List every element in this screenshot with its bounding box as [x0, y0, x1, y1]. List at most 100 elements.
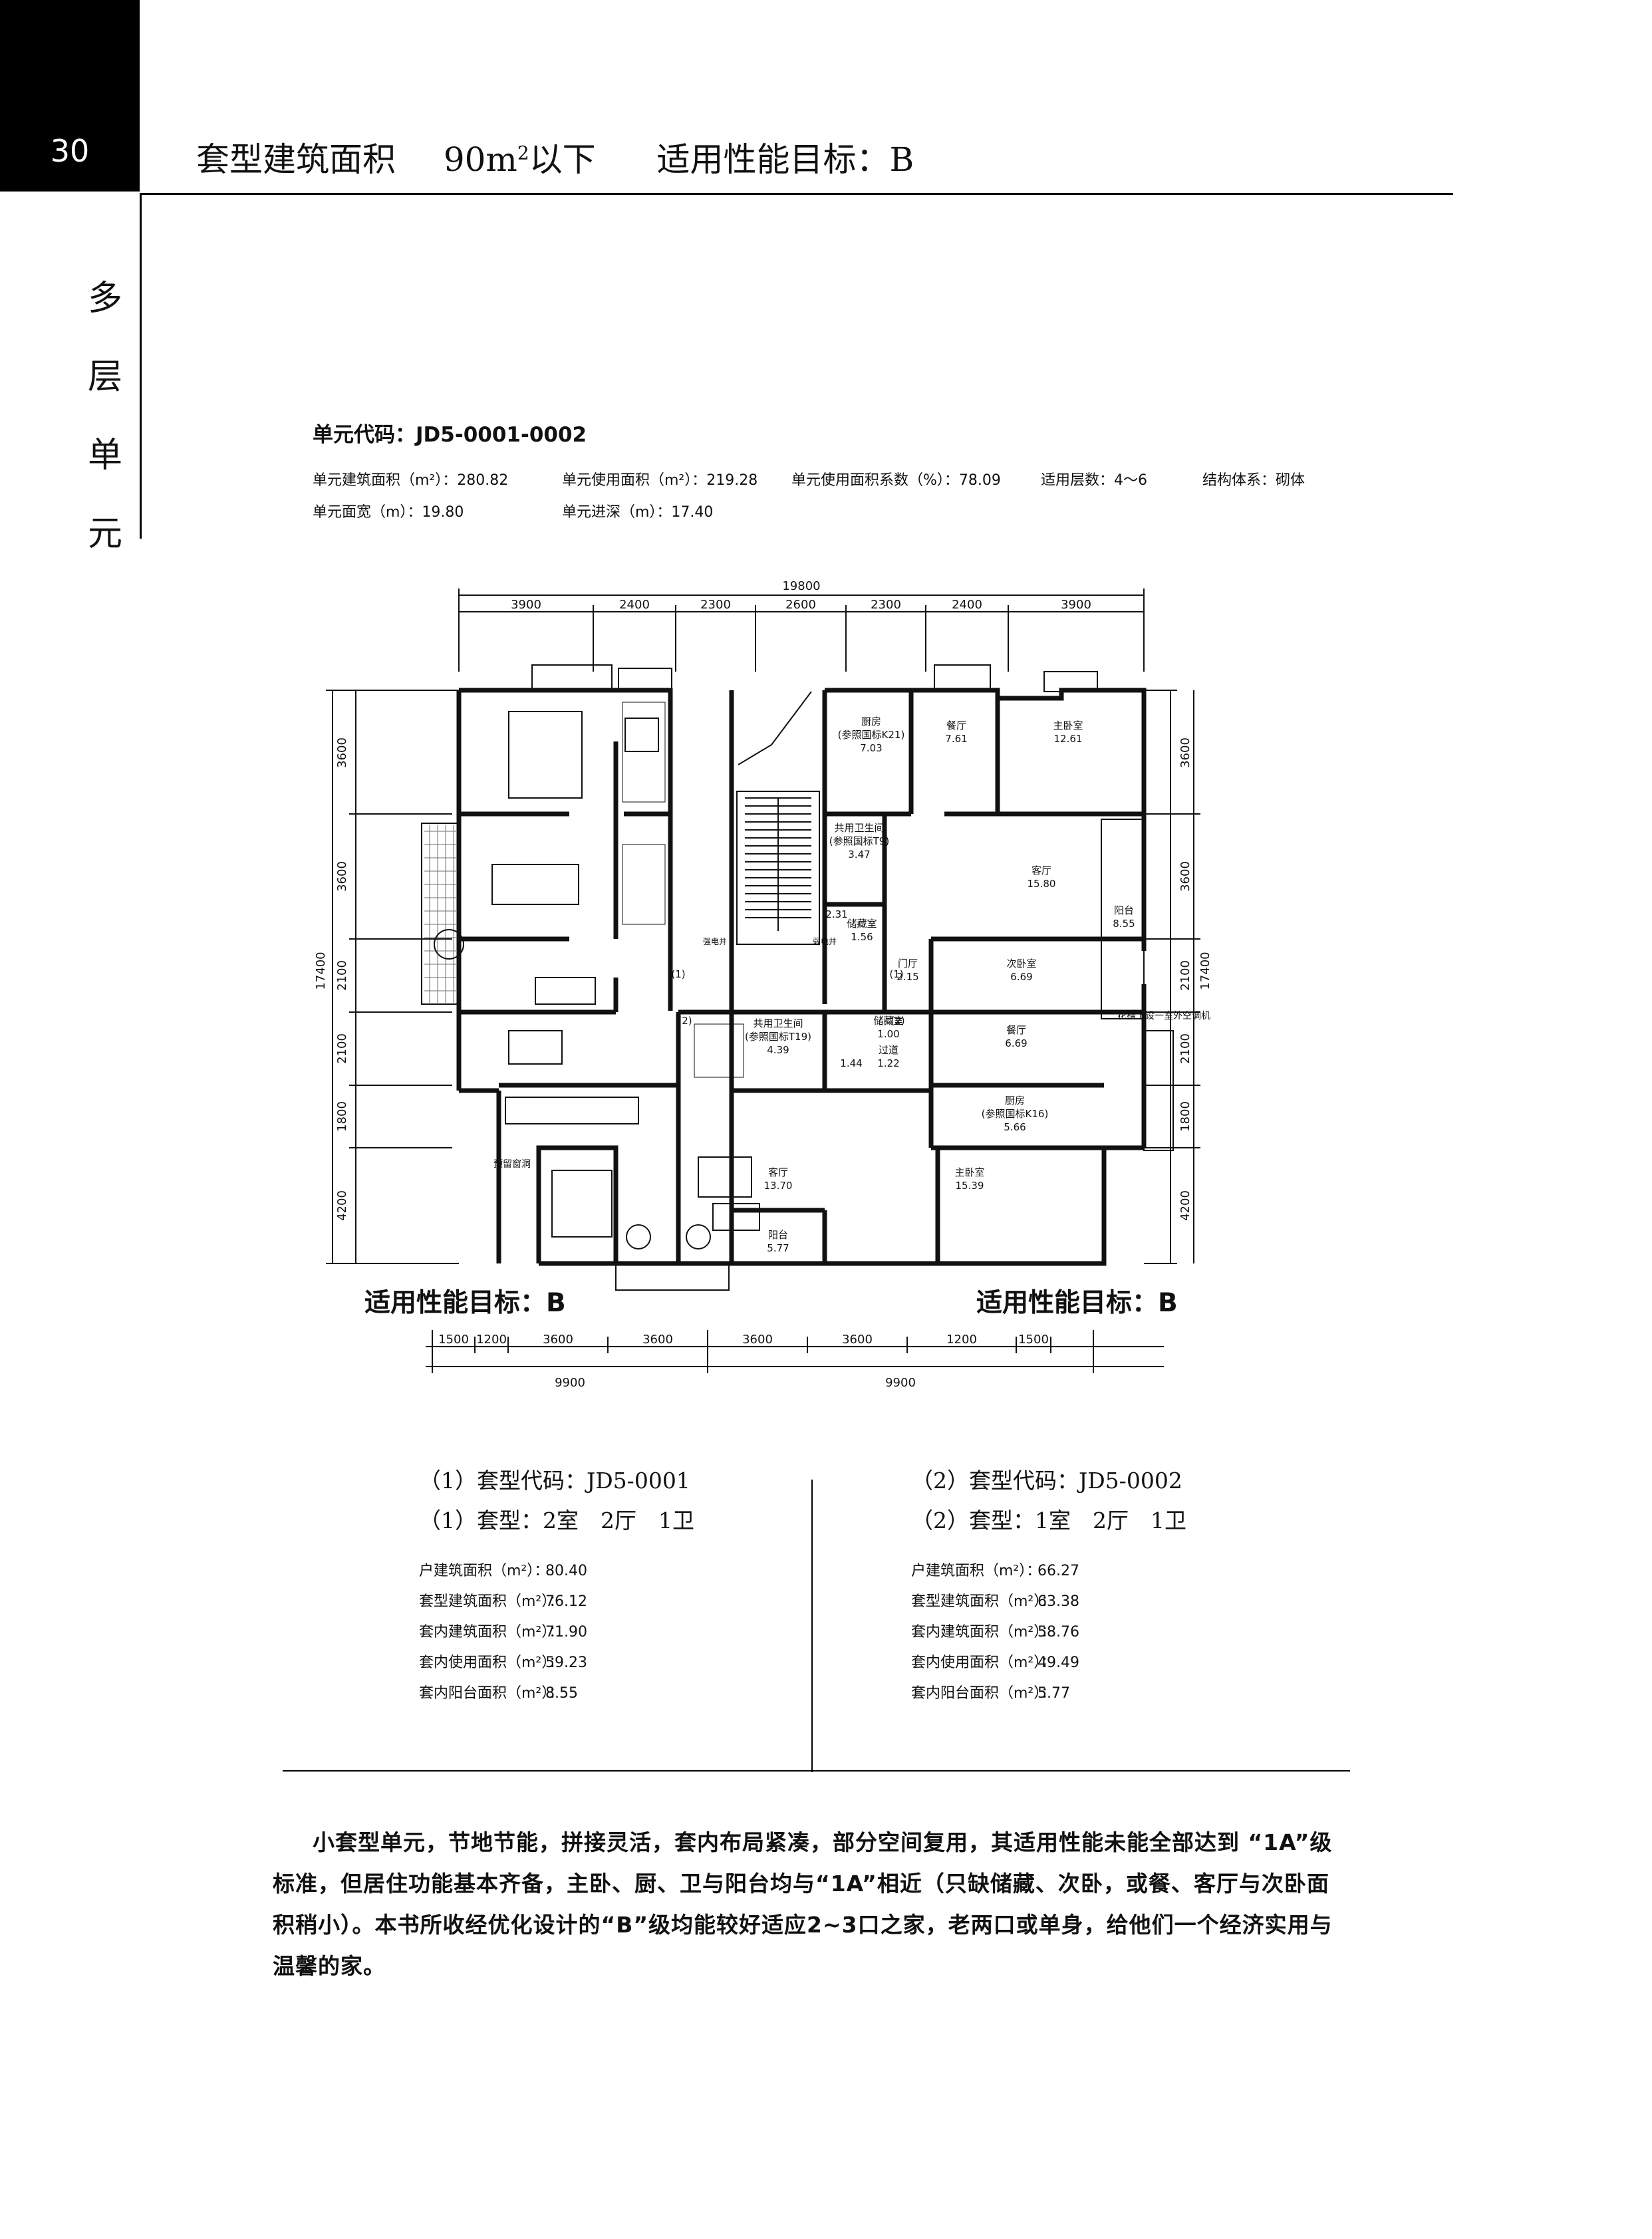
spec-left-row: 套内使用面积（m²）：59.23 [419, 1654, 587, 1671]
svg-text:餐厅: 餐厅 [946, 720, 966, 731]
performance-label-left: 适用性能目标：B [364, 1288, 566, 1318]
room-master-top: 主卧室 12.61 [1053, 720, 1083, 745]
svg-text:储藏室: 储藏室 [873, 1015, 903, 1027]
svg-text:(参照国标K21): (参照国标K21) [838, 729, 905, 741]
unit-tag-2-right: (2) [891, 1015, 904, 1027]
title-area: 90m2以下 [443, 140, 596, 179]
svg-text:客厅: 客厅 [1032, 864, 1051, 876]
description-paragraph: 小套型单元，节地节能，拼接灵活，套内布局紧凑，部分空间复用，其适用性能未能全部达… [273, 1829, 1333, 1979]
dim-left-6: 4200 [335, 1190, 349, 1221]
dim-left-total: 17400 [314, 952, 328, 989]
side-divider [140, 193, 142, 539]
svg-text:过道: 过道 [879, 1044, 898, 1056]
dim-bottom-total-left: 9900 [555, 1376, 585, 1390]
dim-bottom-4: 3600 [642, 1333, 673, 1347]
room-dining-mid: 餐厅 6.69 [1005, 1024, 1027, 1049]
spec-right-row: 套内建筑面积（m²）：58.76 [911, 1624, 1079, 1641]
svg-text:储藏室: 储藏室 [847, 918, 877, 930]
svg-text:阳台: 阳台 [768, 1229, 788, 1241]
spec-right: （2）套型代码：JD5-0002 （2）套型：1室 2厅 1卫 户建筑面积（m²… [911, 1463, 1186, 1712]
dim-top-total: 19800 [782, 579, 820, 593]
ac-note: 花槽下设一室外空调机 [1117, 1010, 1210, 1021]
dim-top-4: 2600 [785, 598, 816, 612]
floor-plan: 19800 3900 2400 2300 2600 2300 2400 3900… [306, 572, 1224, 1423]
spec-left-row: 户建筑面积（m²）：80.40 [419, 1563, 587, 1579]
svg-text:(参照国标K16): (参照国标K16) [982, 1108, 1049, 1120]
dim-bottom-3: 3600 [543, 1333, 573, 1347]
svg-text:2.15: 2.15 [896, 971, 918, 983]
dim-left-2: 3600 [335, 861, 349, 892]
dim-right-1: 3600 [1178, 737, 1192, 768]
dim-right-6: 4200 [1178, 1190, 1192, 1221]
svg-text:13.70: 13.70 [764, 1180, 793, 1192]
svg-text:门厅: 门厅 [898, 958, 918, 970]
spec-divider [811, 1480, 813, 1772]
room-kitchen-k21: 厨房 (参照国标K21) 7.03 [838, 716, 905, 754]
spec-left-row: 套内阳台面积（m²）：8.55 [419, 1685, 578, 1702]
room-kitchen-k16: 厨房 (参照国标K16) 5.66 [982, 1095, 1049, 1133]
svg-text:共用卫生间: 共用卫生间 [753, 1017, 803, 1029]
room-second-bed: 次卧室 6.69 [1006, 958, 1036, 983]
weak-shaft-label: 弱电井 [813, 937, 837, 946]
room-bath-t9: 共用卫生间 (参照国标T9) 3.47 [829, 822, 889, 860]
svg-text:1.56: 1.56 [851, 931, 873, 943]
dim-right-2: 3600 [1178, 861, 1192, 892]
room-balcony-right: 阳台 8.55 [1113, 904, 1135, 930]
dim-bottom-total-right: 9900 [885, 1376, 916, 1390]
dim-left-3: 2100 [335, 960, 349, 991]
svg-text:主卧室: 主卧室 [1053, 720, 1083, 731]
dim-top-6: 2400 [952, 598, 982, 612]
svg-text:6.69: 6.69 [1005, 1037, 1027, 1049]
value-1-44: 1.44 [840, 1057, 862, 1069]
dim-left-4: 2100 [335, 1033, 349, 1064]
spec-left-row: 套型建筑面积（m²）：76.12 [419, 1593, 587, 1610]
svg-text:客厅: 客厅 [768, 1166, 788, 1178]
svg-text:共用卫生间: 共用卫生间 [834, 822, 884, 834]
unit-tag-1-right: (1) [889, 968, 903, 980]
dim-right-total: 17400 [1198, 952, 1212, 989]
svg-text:主卧室: 主卧室 [954, 1166, 984, 1178]
page-number: 30 [50, 133, 90, 169]
power-shaft-label: 强电井 [703, 937, 727, 946]
spec-bottom-rule [283, 1770, 1350, 1772]
page-title: 套型建筑面积 90m2以下 适用性能目标：B [196, 133, 914, 181]
svg-text:(参照国标T9): (参照国标T9) [829, 835, 889, 847]
room-dining-top: 餐厅 7.61 [945, 720, 967, 745]
unit-building-area: 单元建筑面积（m²）：280.82 [313, 472, 509, 489]
room-storage-2: 储藏室 1.00 [873, 1015, 903, 1040]
dim-top-1: 3900 [511, 598, 541, 612]
svg-text:15.39: 15.39 [956, 1180, 984, 1192]
page-number-block [0, 0, 140, 192]
room-corridor: 过道 1.22 [877, 1044, 899, 1069]
reserve-window-note: 预留窗洞 [493, 1158, 531, 1170]
unit-usable-area: 单元使用面积（m²）：219.28 [562, 472, 758, 489]
spec-right-row: 套内使用面积（m²）：49.49 [911, 1654, 1079, 1671]
svg-text:5.66: 5.66 [1004, 1121, 1026, 1133]
room-balcony-mid: 阳台 5.77 [767, 1229, 789, 1254]
dim-top-7: 3900 [1061, 598, 1091, 612]
title-prefix: 套型建筑面积 [196, 140, 396, 179]
dim-bottom-7: 1200 [946, 1333, 977, 1347]
svg-text:3.47: 3.47 [848, 849, 870, 860]
room-living-right: 客厅 15.80 [1028, 864, 1056, 890]
dim-bottom-5: 3600 [742, 1333, 773, 1347]
svg-text:阳台: 阳台 [1114, 904, 1134, 916]
spec-right-row: 套内阳台面积（m²）：5.77 [911, 1685, 1070, 1702]
room-storage-1: 储藏室 1.56 [847, 918, 877, 943]
unit-floors: 适用层数：4～6 [1041, 472, 1147, 489]
dim-left-1: 3600 [335, 737, 349, 768]
svg-text:1.22: 1.22 [877, 1057, 899, 1069]
unit-tag-1-left: (1) [671, 968, 685, 980]
spec-right-row: 套型建筑面积（m²）：63.38 [911, 1593, 1079, 1610]
svg-text:12.61: 12.61 [1054, 733, 1083, 745]
room-bath-t19: 共用卫生间 (参照国标T19) 4.39 [745, 1017, 811, 1056]
unit-depth: 单元进深（m）：17.40 [562, 504, 714, 521]
room-master-mid: 主卧室 15.39 [954, 1166, 984, 1192]
value-2-31: 2.31 [825, 908, 847, 920]
spec-right-row: 户建筑面积（m²）：66.27 [911, 1563, 1079, 1579]
svg-text:次卧室: 次卧室 [1006, 958, 1036, 970]
spec-left: （1）套型代码：JD5-0001 （1）套型：2室 2厅 1卫 户建筑面积（m²… [419, 1463, 694, 1712]
header-divider [140, 193, 1453, 195]
dim-left-5: 1800 [335, 1101, 349, 1132]
dim-right-4: 2100 [1178, 1033, 1192, 1064]
